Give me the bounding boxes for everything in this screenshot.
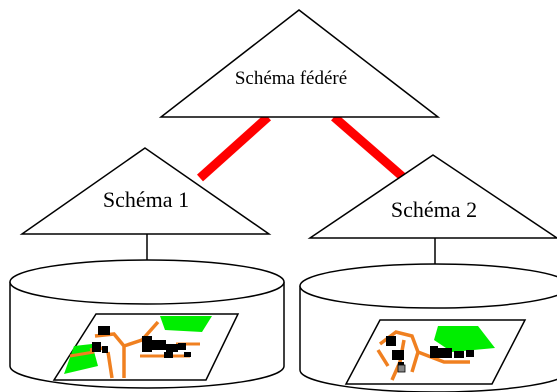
database-1-top bbox=[9, 259, 285, 305]
schema-2-label: Schéma 2 bbox=[391, 197, 477, 222]
database-2 bbox=[299, 263, 557, 392]
map-1-buildings bbox=[92, 326, 191, 358]
link-federated-to-schema-2 bbox=[331, 113, 407, 182]
schema-1-triangle bbox=[19, 147, 272, 235]
map-1 bbox=[52, 313, 240, 381]
schema-1-label: Schéma 1 bbox=[103, 187, 189, 212]
federated-schema-triangle bbox=[158, 9, 441, 118]
database-2-top bbox=[299, 263, 557, 309]
link-federated-to-schema-1 bbox=[196, 113, 272, 182]
map-2 bbox=[344, 319, 527, 385]
map-1-green-area bbox=[160, 316, 212, 332]
map-2-green-area bbox=[434, 326, 495, 352]
schema-2-triangle bbox=[307, 154, 557, 239]
federated-schema-label: Schéma fédéré bbox=[235, 68, 347, 89]
database-1 bbox=[9, 259, 285, 389]
map-2-grey-building bbox=[397, 364, 406, 373]
map-2-road bbox=[376, 330, 470, 381]
